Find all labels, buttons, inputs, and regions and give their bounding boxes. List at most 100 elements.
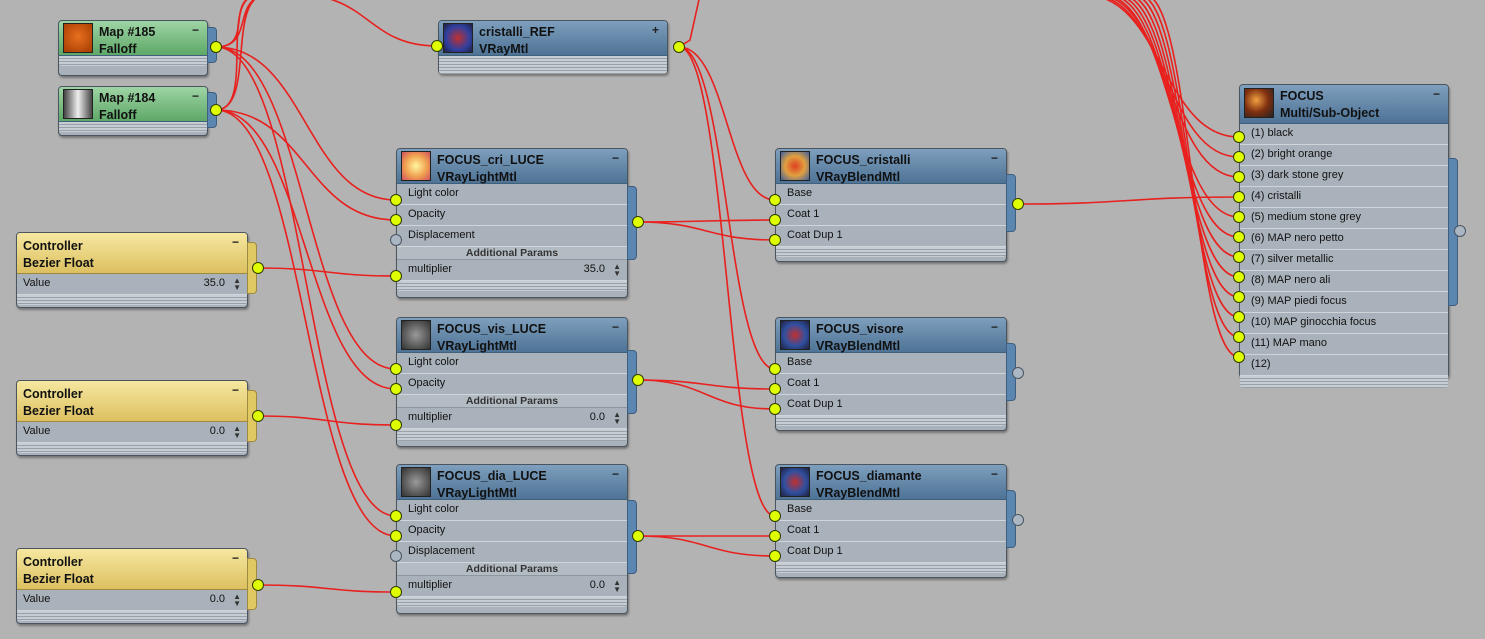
input-port[interactable] xyxy=(390,270,402,282)
spinner-arrows-icon[interactable]: ▲▼ xyxy=(613,262,621,278)
input-port[interactable] xyxy=(1233,211,1245,223)
param-value[interactable]: 35.0 xyxy=(203,277,225,289)
input-port[interactable] xyxy=(769,194,781,206)
sub-material-row[interactable]: (9) MAP piedi focus xyxy=(1240,292,1448,313)
param-value[interactable]: 0.0 xyxy=(589,411,605,423)
input-port[interactable] xyxy=(390,214,402,226)
input-port[interactable] xyxy=(769,234,781,246)
input-port[interactable] xyxy=(769,214,781,226)
output-port[interactable] xyxy=(252,579,264,591)
input-port[interactable] xyxy=(1233,351,1245,363)
sub-material-row[interactable]: (11) MAP mano xyxy=(1240,334,1448,355)
param-row[interactable]: Base xyxy=(776,500,1006,521)
input-port-empty[interactable] xyxy=(390,234,402,246)
input-port[interactable] xyxy=(390,530,402,542)
sub-material-row[interactable]: (1) black xyxy=(1240,124,1448,145)
input-port[interactable] xyxy=(769,383,781,395)
minimize-icon[interactable]: − xyxy=(611,467,619,481)
param-row[interactable]: Opacity xyxy=(397,521,627,542)
input-port[interactable] xyxy=(390,383,402,395)
param-row[interactable]: Opacity xyxy=(397,374,627,395)
minimize-icon[interactable]: − xyxy=(231,551,239,565)
minimize-icon[interactable]: − xyxy=(990,320,998,334)
input-port[interactable] xyxy=(769,403,781,415)
output-port[interactable] xyxy=(252,262,264,274)
input-port[interactable] xyxy=(1233,291,1245,303)
input-port[interactable] xyxy=(1233,151,1245,163)
output-port-empty[interactable] xyxy=(1012,514,1024,526)
minimize-icon[interactable]: − xyxy=(231,383,239,397)
minimize-icon[interactable]: − xyxy=(191,89,199,103)
param-row[interactable]: Displacement xyxy=(397,226,627,247)
param-value[interactable]: 35.0 xyxy=(583,263,605,275)
param-row[interactable]: Coat 1 xyxy=(776,521,1006,542)
sub-material-row[interactable]: (2) bright orange xyxy=(1240,145,1448,166)
input-port[interactable] xyxy=(390,194,402,206)
input-port[interactable] xyxy=(769,530,781,542)
param-value[interactable]: 0.0 xyxy=(209,425,225,437)
input-port[interactable] xyxy=(1233,311,1245,323)
output-port[interactable] xyxy=(632,530,644,542)
output-port-empty[interactable] xyxy=(1012,367,1024,379)
input-port[interactable] xyxy=(1233,251,1245,263)
sub-material-row[interactable]: (8) MAP nero ali xyxy=(1240,271,1448,292)
param-row[interactable]: Light color xyxy=(397,184,627,205)
output-port[interactable] xyxy=(632,216,644,228)
minimize-icon[interactable]: − xyxy=(231,235,239,249)
sub-material-row[interactable]: (7) silver metallic xyxy=(1240,250,1448,271)
spinner-arrows-icon[interactable]: ▲▼ xyxy=(613,578,621,594)
minimize-icon[interactable]: − xyxy=(191,23,199,37)
spinner-arrows-icon[interactable]: ▲▼ xyxy=(233,592,241,608)
minimize-icon[interactable]: − xyxy=(1432,87,1440,101)
param-row[interactable]: Light color xyxy=(397,500,627,521)
minimize-icon[interactable]: − xyxy=(611,151,619,165)
param-row[interactable]: Coat 1 xyxy=(776,205,1006,226)
param-row[interactable]: Displacement xyxy=(397,542,627,563)
input-port[interactable] xyxy=(1233,191,1245,203)
param-row[interactable]: Base xyxy=(776,184,1006,205)
output-port[interactable] xyxy=(673,41,685,53)
output-port[interactable] xyxy=(210,104,222,116)
input-port[interactable] xyxy=(769,363,781,375)
input-port[interactable] xyxy=(1233,131,1245,143)
minimize-icon[interactable]: − xyxy=(990,151,998,165)
output-port[interactable] xyxy=(210,41,222,53)
output-port-empty[interactable] xyxy=(1454,225,1466,237)
param-row[interactable]: Base xyxy=(776,353,1006,374)
section-header[interactable]: Additional Params xyxy=(397,563,627,576)
param-value[interactable]: 0.0 xyxy=(209,593,225,605)
input-port[interactable] xyxy=(390,586,402,598)
param-value[interactable]: 0.0 xyxy=(589,579,605,591)
sub-material-row[interactable]: (4) cristalli xyxy=(1240,187,1448,208)
output-port[interactable] xyxy=(632,374,644,386)
input-port-empty[interactable] xyxy=(390,550,402,562)
minimize-icon[interactable]: − xyxy=(990,467,998,481)
param-row[interactable]: Light color xyxy=(397,353,627,374)
param-row[interactable]: Coat 1 xyxy=(776,374,1006,395)
input-port[interactable] xyxy=(1233,271,1245,283)
minimize-icon[interactable]: − xyxy=(611,320,619,334)
